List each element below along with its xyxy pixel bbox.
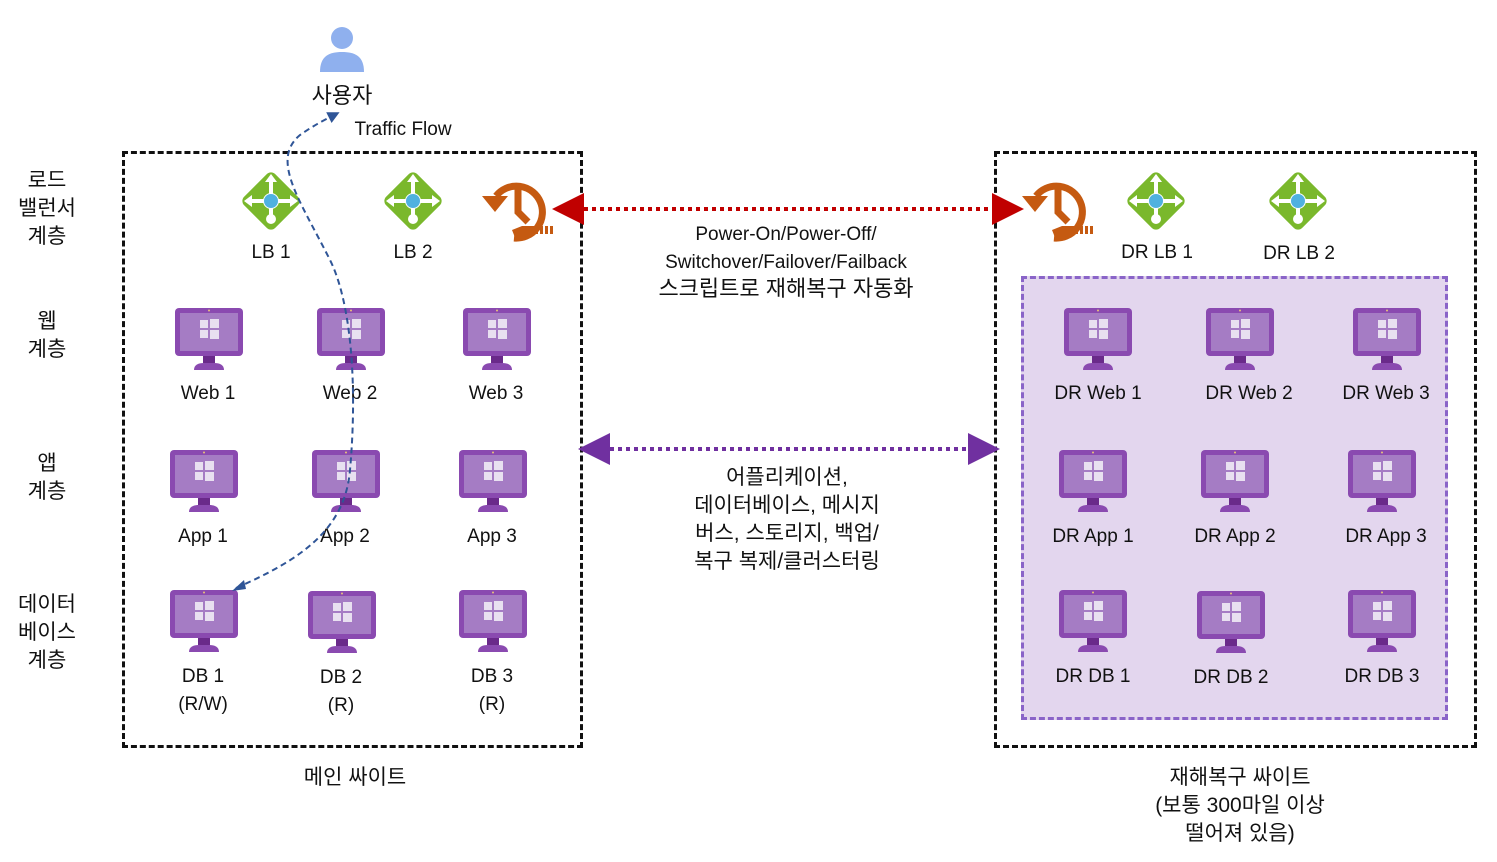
lb-label: LB 2 [393,242,433,263]
site-recovery-icon [1022,182,1093,242]
replication-text-line3: 버스, 스토리지, 백업/ [695,522,879,545]
vm-label: DR DB 2 [1193,667,1269,688]
dr-site-caption-line3: 떨어져 있음) [1185,822,1295,845]
vm-monitor-icon [312,450,380,512]
main-site-caption: 메인 싸이트 [303,766,407,789]
vm-monitor-icon [308,591,376,653]
dr-site-caption-line2: (보통 300마일 이상 [1155,794,1325,817]
orchestration-text-line1: Power-On/Power-Off/ [695,224,877,245]
vm-monitor-icon [1348,590,1416,652]
tier-label-web: 웹 계층 [27,310,67,361]
vm-monitor-icon [1201,450,1269,512]
vm-monitor-icon [1197,591,1265,653]
tier-label-app: 앱 계층 [27,452,67,503]
vm-label: DB 2 [319,667,363,688]
vm-label: DR App 2 [1194,526,1276,547]
orchestration-text-line3: 스크립트로 재해복구 자동화 [658,276,914,301]
vm-label: Web 3 [468,383,524,404]
tier-label-load-balancer: 로드 밸런서 계층 [18,169,76,248]
site-recovery-icon [482,182,553,242]
vm-monitor-icon [170,450,238,512]
vm-monitor-icon [317,308,385,370]
vm-monitor-icon [175,308,243,370]
vm-monitor-icon [1353,308,1421,370]
vm-label: App 2 [320,526,370,547]
vm-label: Web 2 [322,383,378,404]
vm-label: DR App 1 [1052,526,1134,547]
vm-label: DR App 3 [1345,526,1427,547]
user-label: 사용자 [311,83,373,108]
load-balancer-icon [242,172,300,230]
load-balancer-icon [1269,172,1327,230]
vm-monitor-icon [459,450,527,512]
vm-label: DR DB 1 [1055,666,1131,687]
replication-text-line2: 데이터베이스, 메시지 [694,494,880,517]
load-balancer-icon [384,172,442,230]
user-icon [320,27,364,72]
replication-text-line4: 복구 복제/클러스터링 [694,550,880,573]
vm-monitor-icon [1064,308,1132,370]
lb-label: DR LB 1 [1121,242,1193,263]
replication-text-line1: 어플리케이션, [726,466,848,489]
vm-label: DB 3 [470,666,514,687]
vm-monitor-icon [1206,308,1274,370]
vm-label: DR Web 1 [1054,383,1142,404]
db-mode-label: (R) [327,695,355,716]
vm-label: DR DB 3 [1344,666,1420,687]
vm-label: Web 1 [180,383,236,404]
vm-monitor-icon [1348,450,1416,512]
vm-label: DR Web 3 [1342,383,1430,404]
load-balancer-icon [1127,172,1185,230]
dr-site-caption-line1: 재해복구 싸이트 [1169,766,1311,789]
lb-label: DR LB 2 [1263,243,1335,264]
lb-label: LB 1 [251,242,291,263]
db-mode-label: (R) [478,694,506,715]
vm-monitor-icon [1059,450,1127,512]
vm-label: DR Web 2 [1205,383,1293,404]
vm-label: App 3 [467,526,517,547]
vm-monitor-icon [1059,590,1127,652]
orchestration-text-line2: Switchover/Failover/Failback [665,252,907,273]
vm-label: DB 1 [181,666,225,687]
db-mode-label: (R/W) [178,694,228,715]
vm-monitor-icon [459,590,527,652]
traffic-flow-label: Traffic Flow [354,119,452,140]
vm-monitor-icon [170,590,238,652]
vm-monitor-icon [463,308,531,370]
tier-label-database: 데이터 베이스 계층 [18,593,76,672]
vm-label: App 1 [178,526,228,547]
